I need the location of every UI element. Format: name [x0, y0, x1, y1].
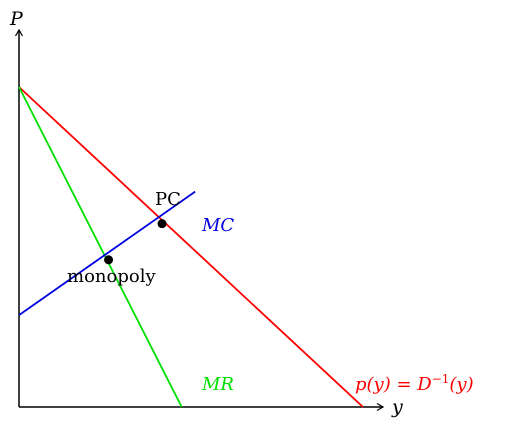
mr-curve-label: MR [201, 374, 234, 395]
demand-curve-line [18, 86, 364, 408]
mr-curve-line [18, 86, 183, 408]
monopoly-point-label: monopoly [67, 266, 156, 287]
y-axis-label: P [9, 8, 24, 30]
pc-point-label: PC [155, 189, 181, 210]
demand-curve-label-suffix: (y) [449, 374, 473, 395]
x-axis-label: y [391, 396, 403, 418]
demand-curve-label-superscript: −1 [432, 372, 450, 386]
mc-curve-label: MC [201, 215, 234, 236]
mc-curve-line [18, 190, 196, 316]
pc-point [157, 219, 167, 229]
monopoly-point [104, 255, 114, 265]
demand-curve-label: p(y) = D−1(y) [355, 372, 474, 395]
